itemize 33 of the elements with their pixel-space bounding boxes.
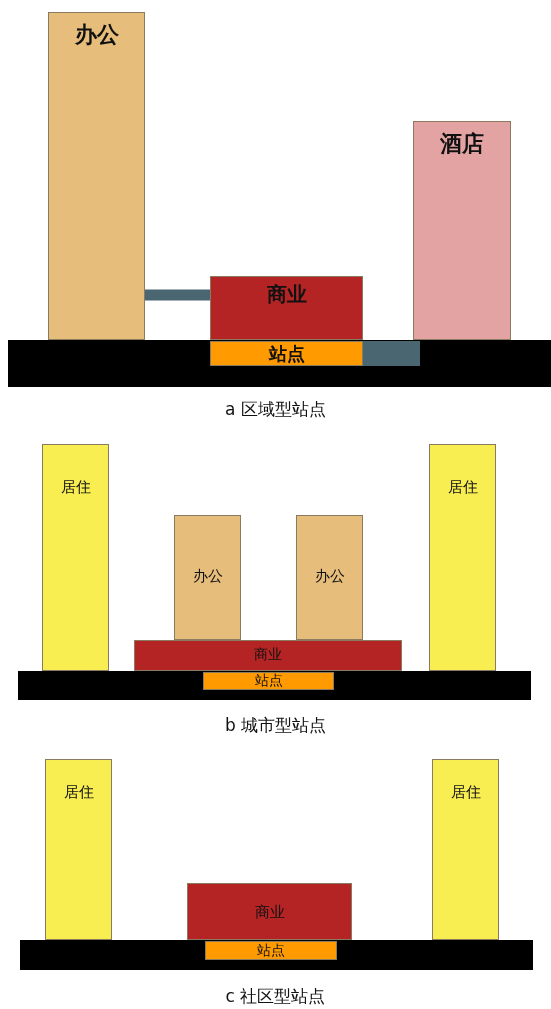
hotel-tower [413,121,511,340]
office-tower [296,515,363,640]
connector-bridge [145,289,210,301]
figure-caption: c 社区型站点 [225,986,326,1006]
station-block [203,672,334,690]
residential-tower [42,444,109,671]
commercial-block [187,883,352,940]
building-label: 商业 [266,283,307,305]
figure-caption: a 区域型站点 [225,399,326,419]
building-label: 办公 [74,23,119,48]
figure-caption: b 城市型站点 [224,715,327,735]
building-label: 办公 [314,568,345,585]
building-label: 商业 [254,647,282,663]
residential-tower [432,759,499,940]
connector-bridge [363,341,420,366]
office-tower [174,515,241,640]
residential-tower [45,759,112,940]
building-label: 站点 [268,343,305,364]
building-label: 办公 [192,568,223,585]
building-label: 酒店 [440,132,484,157]
building-label: 居住 [60,479,91,496]
office-tower [48,12,145,340]
commercial-podium [134,640,402,671]
building-label: 站点 [254,673,283,689]
building-label: 站点 [257,942,285,959]
building-label: 居住 [450,784,481,801]
commercial-block [210,276,363,340]
building-label: 居住 [447,479,478,496]
building-label: 商业 [254,904,285,921]
station-block [210,341,363,366]
residential-tower [429,444,496,671]
station-block [205,941,337,960]
building-label: 居住 [63,784,94,801]
